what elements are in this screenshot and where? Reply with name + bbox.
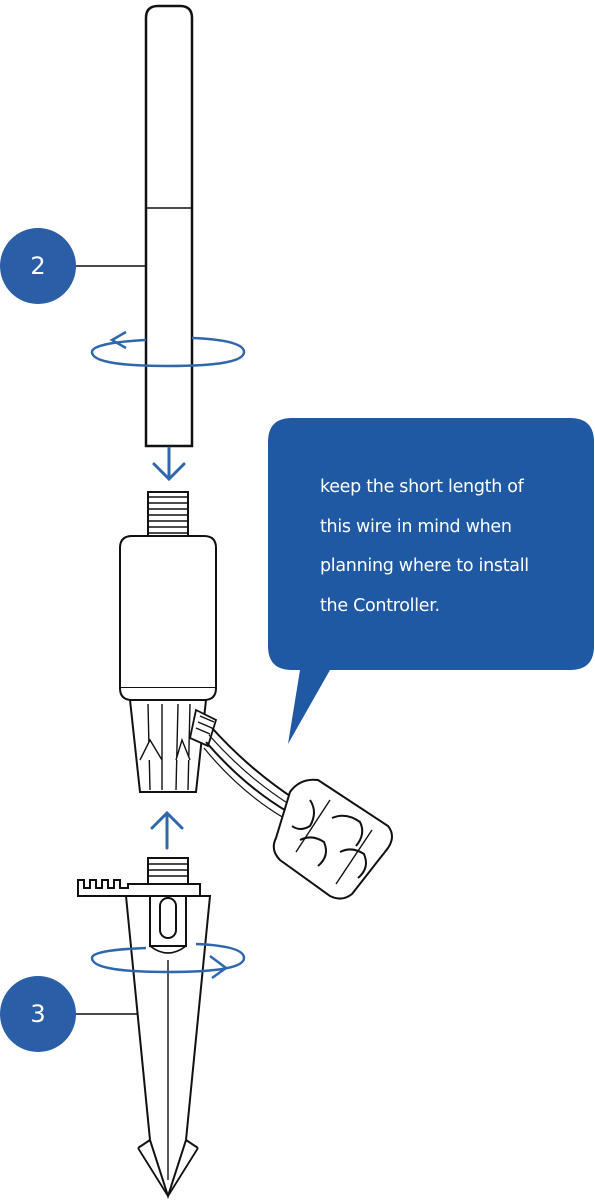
step-number-3: 3 [0,976,76,1052]
callout-line: planning where to install [320,547,570,587]
up-arrow [152,813,182,848]
connector-housing [120,492,216,792]
ground-stake [78,858,210,1196]
callout-text: keep the short length of this wire in mi… [320,468,570,626]
down-arrow [154,448,184,479]
antenna-rod [146,6,192,446]
step-number-2: 2 [0,228,76,304]
cable-plug [274,780,392,899]
callout-line: this wire in mind when [320,508,570,548]
cable [190,710,296,818]
callout-line: the Controller. [320,587,570,627]
callout-line: keep the short length of [320,468,570,508]
